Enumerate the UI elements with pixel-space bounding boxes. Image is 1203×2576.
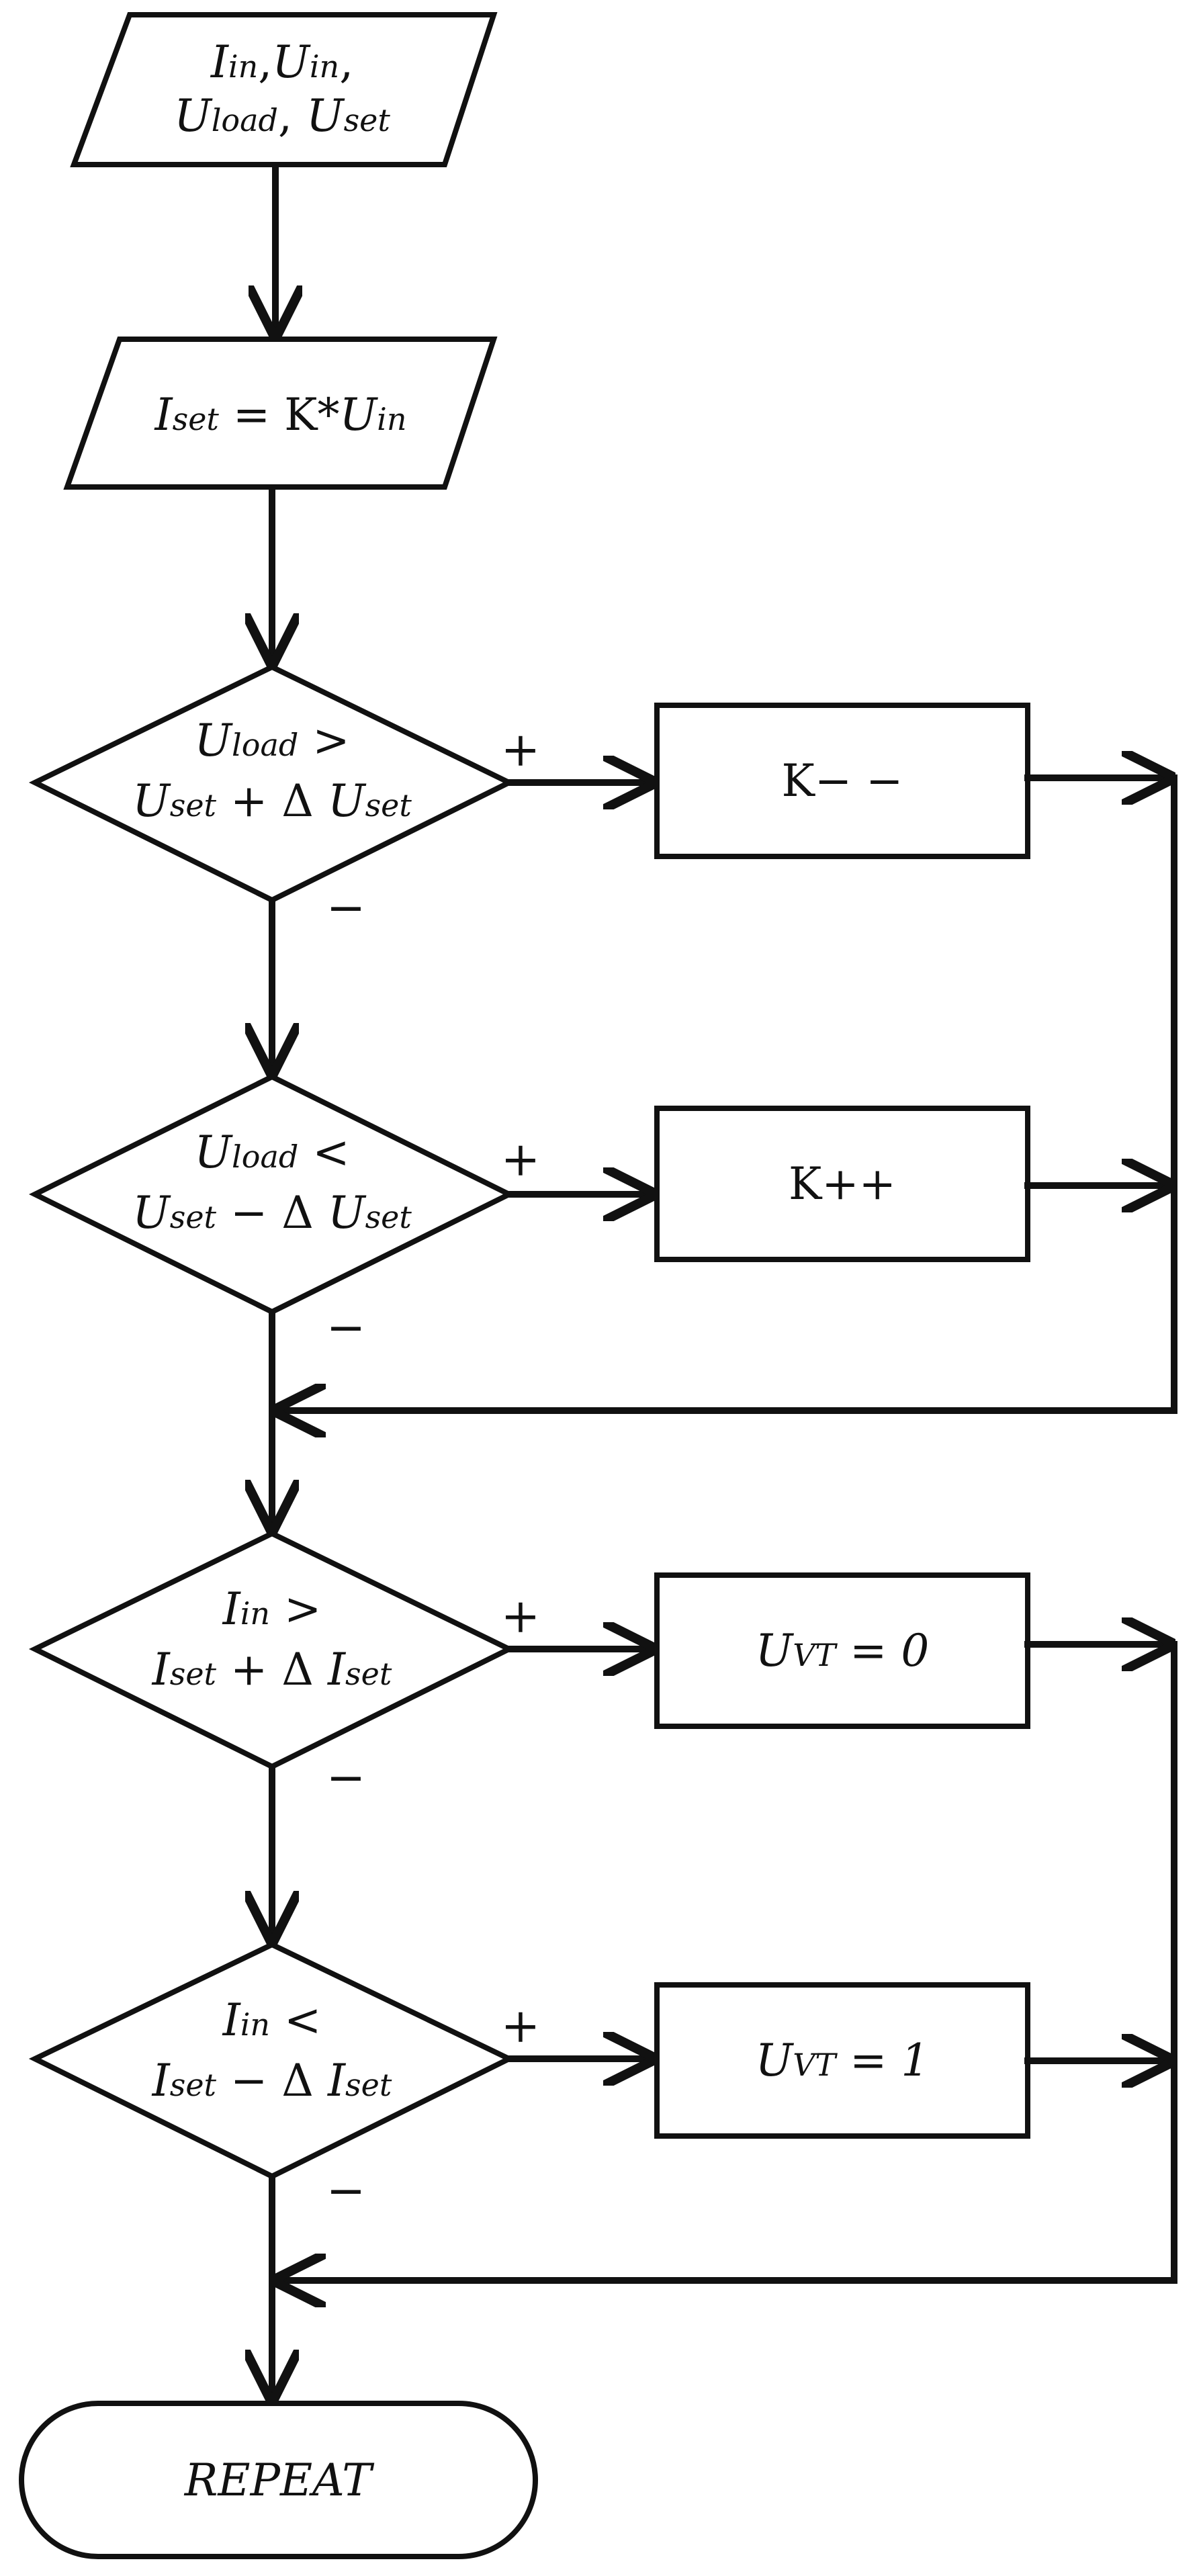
decision-2-minus-label: −	[326, 1300, 366, 1355]
decision-2-line-1: Uload <	[194, 1126, 349, 1178]
edge-bus-2-return	[279, 1641, 1177, 2280]
edge-bus-1-return	[279, 774, 1177, 1411]
assign-parallelogram	[63, 337, 498, 490]
decision-4-minus-label: −	[326, 2163, 366, 2218]
input-line-2: Uload, Uset	[174, 90, 390, 142]
action-4-label: UVT = 1	[756, 2035, 930, 2086]
input-line-1: Iin,Uin,	[210, 36, 353, 88]
action-2-label: K++	[789, 1158, 896, 1210]
decision-2-line-2: Uset − Δ Uset	[132, 1187, 412, 1239]
decision-2-plus-label: +	[501, 1132, 541, 1187]
decision-3-line-2: Iset + Δ Iset	[152, 1644, 392, 1695]
decision-4-line-1: Iin <	[222, 1994, 322, 2046]
action-1-label: K− −	[782, 755, 903, 807]
terminal-label: REPEAT	[184, 2454, 375, 2506]
decision-1-plus-label: +	[501, 722, 541, 777]
assign-label: Iset = K*Uin	[154, 389, 407, 441]
decision-4-line-2: Iset − Δ Iset	[152, 2055, 392, 2106]
decision-4-plus-label: +	[501, 1998, 541, 2053]
decision-3-line-1: Iin >	[222, 1583, 322, 1635]
decision-1-line-2: Uset + Δ Uset	[132, 775, 412, 827]
decision-1-line-1: Uload >	[194, 715, 349, 766]
action-3-box	[654, 1572, 1030, 1729]
input-parallelogram	[70, 12, 498, 167]
decision-3-minus-label: −	[326, 1750, 366, 1805]
decision-1-minus-label: −	[326, 880, 366, 935]
action-3-label: UVT = 0	[756, 1625, 930, 1677]
decision-3-plus-label: +	[501, 1589, 541, 1644]
terminal-box	[19, 2401, 538, 2559]
